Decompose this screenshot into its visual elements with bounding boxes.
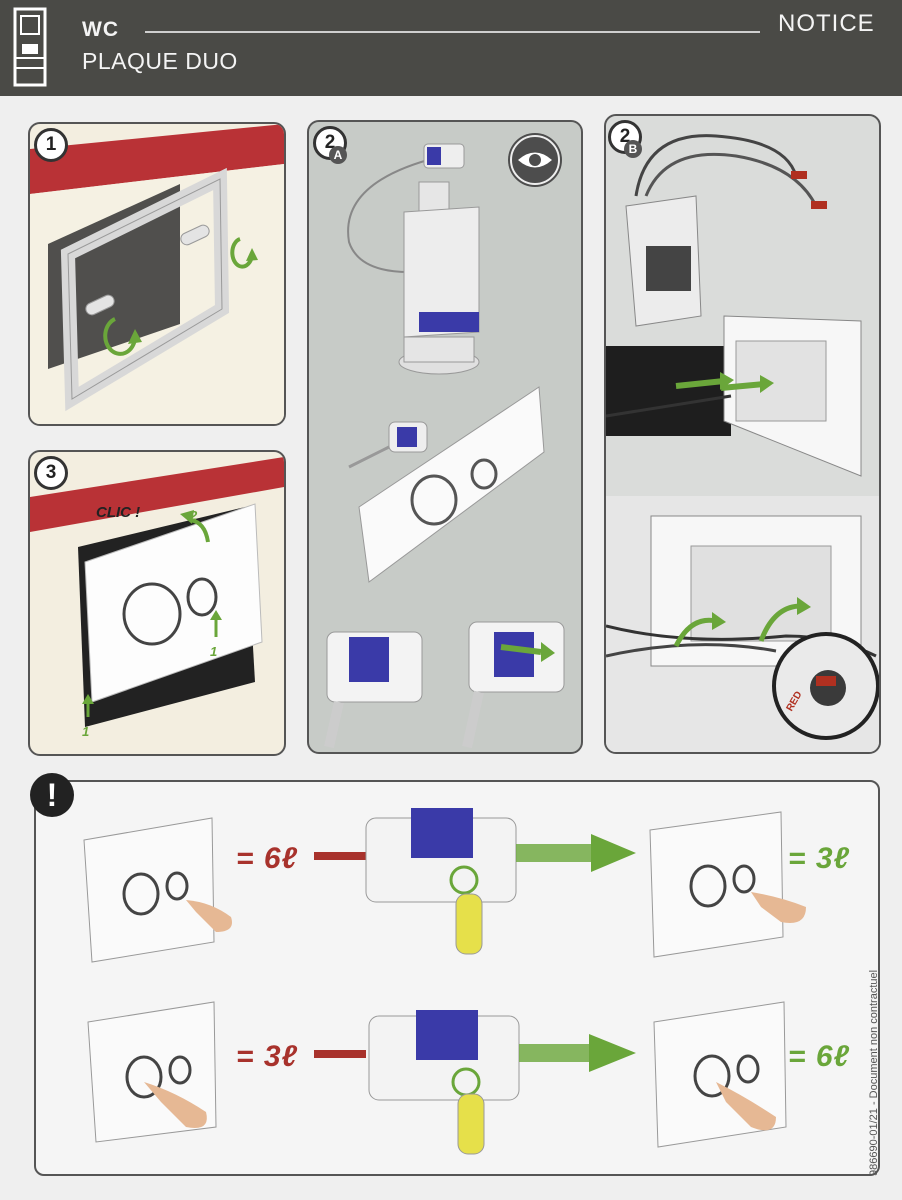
step-2a-illustration	[324, 143, 565, 749]
document-reference: 986690-01/21 - Document non contractuel	[868, 969, 880, 1176]
step-number: 3	[34, 456, 68, 490]
push-number: 1	[82, 724, 90, 739]
green-arrow-icon	[500, 642, 555, 662]
step-1-panel: 1	[28, 122, 286, 426]
step-2b-illustration	[606, 134, 879, 752]
step-2a-panel: 2 A	[307, 120, 583, 754]
step-3-illustration	[30, 457, 284, 727]
warning-illustration	[83, 808, 806, 1155]
header-rule	[145, 31, 760, 33]
warning-panel: = 6ℓ = 3ℓ = 3ℓ = 6ℓ	[34, 780, 880, 1176]
clic-label: CLIC !	[96, 504, 141, 521]
warning-icon: !	[30, 773, 74, 817]
step-sub-letter: A	[329, 146, 347, 164]
push-number: 1	[210, 644, 218, 659]
volume-label-row1-right: = 3ℓ	[788, 842, 851, 875]
volume-label-row2-right: = 6ℓ	[788, 1040, 851, 1073]
eye-icon	[508, 133, 562, 187]
header-doc-type: NOTICE	[778, 10, 875, 37]
green-arrow-icon	[589, 1034, 636, 1072]
volume-label-row1-left: = 6ℓ	[236, 842, 299, 875]
step-1-illustration	[30, 124, 284, 424]
green-arrow-icon	[673, 597, 811, 648]
volume-label-row2-left: = 3ℓ	[236, 1040, 299, 1073]
header-title: WC	[82, 18, 119, 41]
green-arrow-icon	[591, 834, 636, 872]
step-3-panel: 3 CLIC ! 2 1 1	[28, 450, 286, 756]
step-sub-number: 2	[190, 508, 198, 523]
step-number: 1	[34, 128, 68, 162]
rotate-arrow-icon	[230, 237, 258, 269]
green-arrow-icon	[675, 372, 774, 393]
step-sub-letter: B	[624, 140, 642, 158]
header-subtitle: PLAQUE DUO	[82, 48, 238, 74]
rotate-arrow-icon	[103, 317, 142, 356]
step-2b-panel: 2 B RED	[604, 114, 881, 754]
green-arrow-icon	[180, 510, 210, 543]
header-bar: WC NOTICE PLAQUE DUO	[0, 0, 902, 96]
frame-icon	[12, 6, 48, 88]
